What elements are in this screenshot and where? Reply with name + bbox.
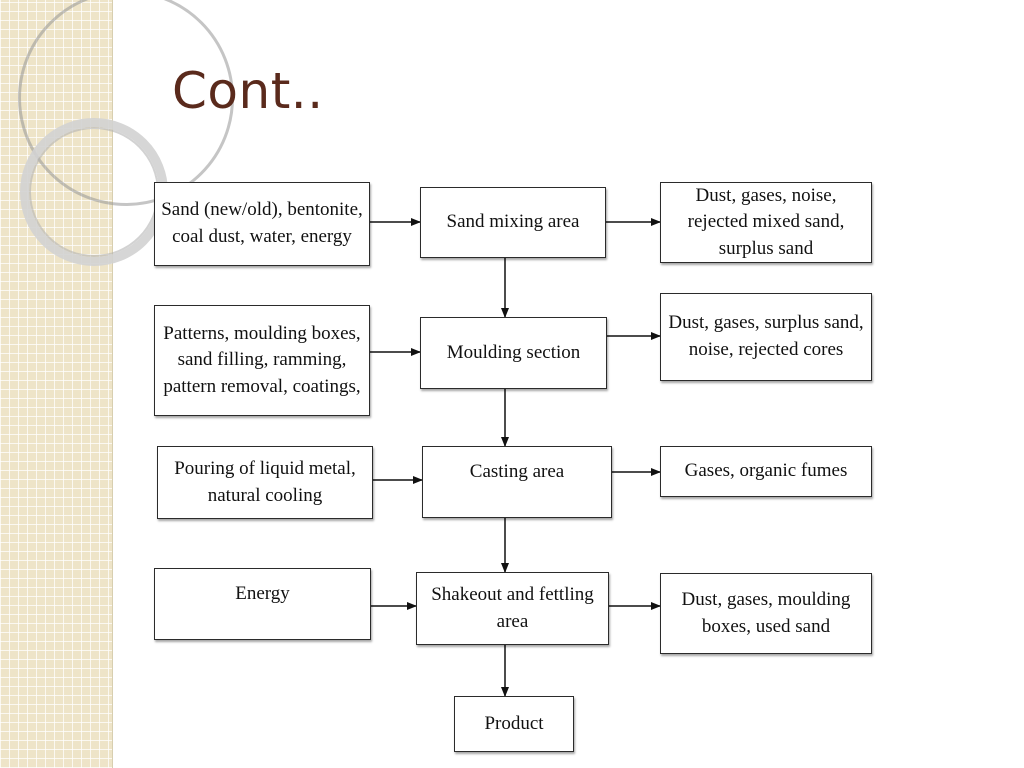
output-box-moulding-emissions: Dust, gases, surplus sand, noise, reject… (660, 293, 872, 381)
output-box-shakeout-emissions: Dust, gases, moulding boxes, used sand (660, 573, 872, 654)
output-box-sand-mixing-emissions: Dust, gases, noise, rejected mixed sand,… (660, 182, 872, 263)
process-box-moulding: Moulding section (420, 317, 607, 389)
process-box-casting: Casting area (422, 446, 612, 518)
input-box-energy: Energy (154, 568, 371, 640)
input-box-sand-materials: Sand (new/old), bentonite, coal dust, wa… (154, 182, 370, 266)
process-box-sand-mixing: Sand mixing area (420, 187, 606, 258)
input-box-pouring: Pouring of liquid metal, natural cooling (157, 446, 373, 519)
input-box-moulding-materials: Patterns, moulding boxes, sand filling, … (154, 305, 370, 416)
output-box-casting-emissions: Gases, organic fumes (660, 446, 872, 497)
product-box: Product (454, 696, 574, 752)
slide-title: Cont.. (172, 62, 324, 120)
process-box-shakeout: Shakeout and fettling area (416, 572, 609, 645)
